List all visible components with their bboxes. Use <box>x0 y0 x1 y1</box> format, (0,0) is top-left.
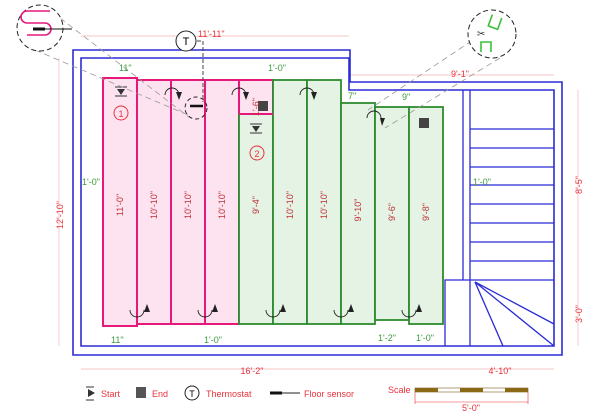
clearance-top-left: 11" <box>119 63 132 73</box>
strip-length: 10'-10" <box>183 191 193 219</box>
overall-width: 16'-2" <box>241 366 264 376</box>
legend-sensor: Floor sensor <box>304 389 354 399</box>
clearance-bottom-mid: 1'-0" <box>204 335 222 345</box>
end-icon <box>258 101 268 111</box>
arrow-heads <box>144 92 422 312</box>
thermostat-dimension: 11'-11" <box>198 29 225 39</box>
end-icon <box>419 118 429 128</box>
legend-end-icon <box>136 387 146 398</box>
start-icon <box>250 123 262 134</box>
scale-bar <box>414 387 529 404</box>
strip-length: 9'-6" <box>387 203 397 221</box>
legend-start-icon <box>86 386 95 401</box>
clearance-left: 1'-0" <box>82 177 100 187</box>
zone-1-badge <box>113 105 129 121</box>
overall-height: 12'-10" <box>55 201 65 229</box>
zone-2-badge <box>249 145 265 161</box>
strip-length: 11'-0" <box>115 194 125 216</box>
clearance-bottom-left: 11" <box>111 335 124 345</box>
staircase <box>444 90 555 347</box>
stairs-width: 4'-10" <box>489 366 512 376</box>
legend-thermostat-symbol: T <box>189 389 195 399</box>
legend-end: End <box>152 389 168 399</box>
outer-wall <box>72 49 563 356</box>
stair-top-dim: 9'-1" <box>451 69 469 79</box>
strip-length: 10'-10" <box>149 191 159 219</box>
cut-mat-callout: ✂ <box>467 9 517 59</box>
clearance-top-mid: 1'-0" <box>268 63 286 73</box>
strip-length: 9'-10" <box>353 199 363 222</box>
legend-thermostat: Thermostat <box>206 389 252 399</box>
clearance-bottom-r1: 1'-2" <box>378 333 396 343</box>
small-strip-length: 1'-6" <box>251 98 261 116</box>
strip-length: 9'-4" <box>251 196 261 214</box>
scale-length: 5'-0" <box>462 403 480 413</box>
dimension-lines <box>58 35 579 370</box>
inner-wall <box>80 57 555 347</box>
zone-2-number: 2 <box>254 149 259 159</box>
strip-length: 10'-10" <box>285 191 295 219</box>
legend-thermostat-icon <box>184 385 200 401</box>
start-icon <box>115 86 127 97</box>
zone-1-mat[interactable] <box>102 77 274 327</box>
svg-text:✂: ✂ <box>477 29 485 40</box>
thermostat-label: T <box>183 36 190 48</box>
strip-length: 10'-10" <box>319 191 329 219</box>
stair-upper-dim: 8'-5" <box>574 176 584 194</box>
mat-detail-callout <box>16 4 72 52</box>
legend-start: Start <box>101 389 121 399</box>
strip-length: 10'-10" <box>217 191 227 219</box>
strip-length: 9'-8" <box>421 203 431 221</box>
clearance-stairs: 1'-0" <box>473 177 491 187</box>
clearance-step-b: 9" <box>402 92 410 102</box>
zone-1-number: 1 <box>118 109 123 119</box>
thermostat-icon[interactable] <box>175 30 197 52</box>
clearance-bottom-r2: 1'-0" <box>416 333 434 343</box>
scale-label: Scale <box>388 385 411 395</box>
floor-sensor-icon <box>184 96 208 120</box>
zone-2-mat[interactable] <box>238 79 444 325</box>
stair-lower-dim: 3'-0" <box>574 305 584 323</box>
clearance-step-a: 7" <box>348 91 356 101</box>
